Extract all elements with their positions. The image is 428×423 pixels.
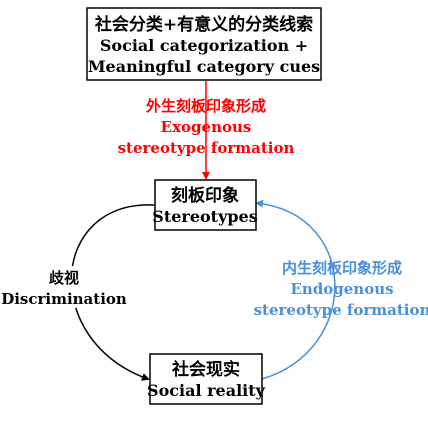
exogenous-label: 外生刻板印象形成 Exogenous stereotype formation (118, 97, 295, 157)
discrimination-label-zh: 歧视 (49, 269, 79, 287)
node-stereotypes: 刻板印象 Stereotypes (152, 179, 258, 231)
node-social-categorization-zh: 社会分类+有意义的分类线索 (94, 14, 313, 35)
endogenous-label: 内生刻板印象形成 Endogenous stereotype formation (254, 259, 428, 319)
exogenous-label-en-line2: stereotype formation (118, 139, 295, 157)
node-stereotypes-zh: 刻板印象 (171, 185, 239, 206)
node-social-categorization: 社会分类+有意义的分类线索 Social categorization + Me… (86, 7, 322, 81)
endogenous-label-en-line2: stereotype formation (254, 301, 428, 319)
node-social-reality-en: Social reality (147, 381, 266, 400)
node-social-categorization-en-line1: Social categorization + (100, 36, 308, 55)
exogenous-label-zh: 外生刻板印象形成 (145, 97, 266, 115)
exogenous-label-en-line1: Exogenous (161, 118, 252, 136)
node-stereotypes-en: Stereotypes (152, 207, 257, 226)
node-social-reality-zh: 社会现实 (171, 359, 240, 380)
discrimination-label-en: Discrimination (1, 290, 127, 308)
endogenous-arc (255, 199, 336, 380)
node-social-reality: 社会现实 Social reality (147, 353, 266, 405)
endogenous-label-en-line1: Endogenous (290, 280, 393, 298)
endogenous-label-zh: 内生刻板印象形成 (282, 259, 402, 277)
discrimination-label: 歧视 Discrimination (1, 266, 127, 308)
node-social-categorization-en-line2: Meaningful category cues (88, 57, 320, 76)
